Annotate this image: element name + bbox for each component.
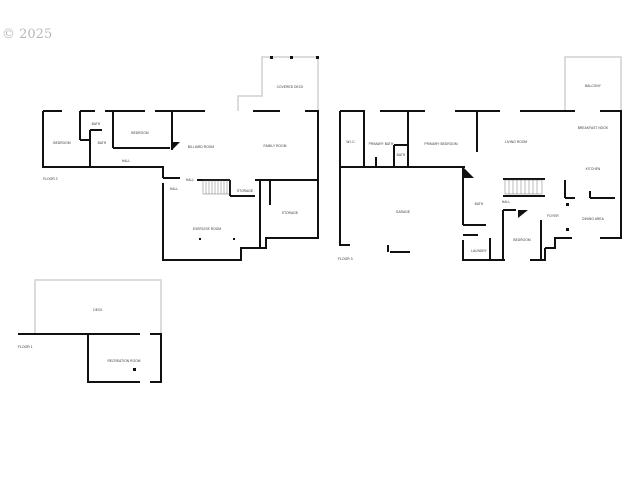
room-label: STORAGE (281, 211, 299, 215)
room-label: HALL (121, 159, 131, 163)
room-label: BATH (396, 153, 406, 157)
room-label: DECK (93, 308, 103, 312)
room-label: HALL (169, 187, 179, 191)
floor-label: FLOOR 2 (43, 177, 58, 181)
room-label: KITCHEN (585, 167, 601, 171)
room-label: BATH (474, 202, 484, 206)
copyright-watermark: © 2025 (2, 27, 53, 42)
room-label: DINING AREA (582, 217, 604, 221)
room-label: STORAGE (236, 189, 254, 193)
room-label: LIVING ROOM (504, 140, 528, 144)
room-label: FOYER (547, 214, 559, 218)
room-label: PRIMARY BEDROOM (424, 142, 458, 146)
room-label: W.I.C. (346, 140, 356, 144)
room-label: RECREATION ROOM (107, 359, 141, 363)
room-label: LAUNDRY (471, 249, 487, 253)
room-label: BEDROOM (513, 238, 531, 242)
room-label: FAMILY ROOM (263, 144, 287, 148)
room-label: BATH (97, 141, 107, 145)
room-label: BALCONY (585, 84, 601, 88)
room-label: BATH (91, 122, 101, 126)
room-label: EXERCISE ROOM (192, 227, 222, 231)
room-label: GARAGE (395, 210, 411, 214)
room-label: HALL (501, 200, 511, 204)
room-label: BILLIARD ROOM (187, 145, 215, 149)
room-label: BEDROOM (131, 131, 149, 135)
room-label: PRIMARY BATH (368, 142, 394, 146)
floor-label: FLOOR 3 (338, 257, 353, 261)
room-label: BEDROOM (53, 141, 71, 145)
room-label: HALL (185, 178, 195, 182)
room-label: COVERED DECK (276, 85, 304, 89)
room-label: BREAKFAST NOOK (577, 126, 609, 130)
floor-label: FLOOR 1 (18, 345, 33, 349)
